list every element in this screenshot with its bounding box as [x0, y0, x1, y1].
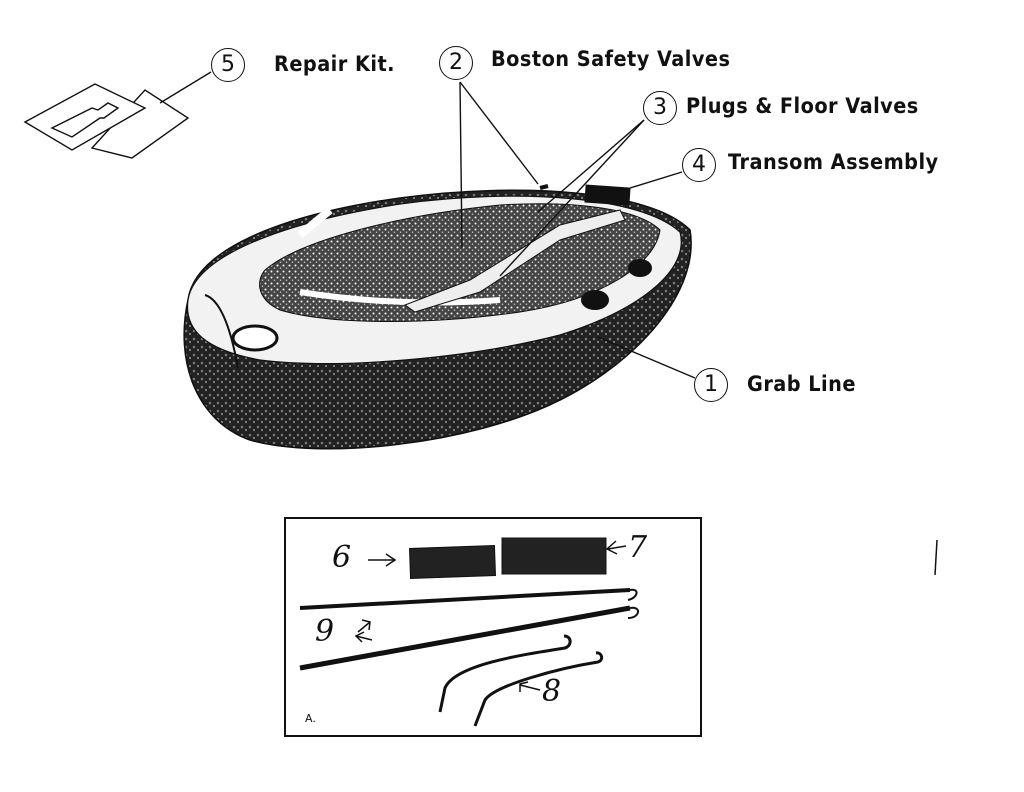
stray-mark: [934, 539, 938, 576]
callout-label-plugs-floor-valves: Plugs & Floor Valves: [686, 94, 919, 118]
inset-mark-7: 7: [628, 530, 648, 565]
callout-number-5: 5: [211, 48, 245, 82]
inset-mark-9: 9: [315, 614, 335, 649]
callout-number-3: 3: [643, 91, 677, 125]
inset-corner-label: A.: [305, 712, 316, 725]
callout-number-1: 1: [694, 368, 728, 402]
callout-number-2: 2: [439, 46, 473, 80]
callout-number-4: 4: [682, 148, 716, 182]
repair-kit-illustration: [23, 83, 190, 159]
callout-label-boston-safety-valves: Boston Safety Valves: [491, 47, 731, 71]
callout-label-grab-line: Grab Line: [747, 372, 856, 396]
inset-mark-6: 6: [332, 540, 352, 575]
parts-inset: [284, 517, 702, 737]
inset-mark-8: 8: [542, 674, 562, 709]
callout-label-repair-kit: Repair Kit.: [274, 52, 395, 76]
inflatable-boat-illustration: [183, 184, 692, 450]
callout-label-transom-assembly: Transom Assembly: [728, 150, 939, 174]
leader-lines: [159, 71, 696, 379]
